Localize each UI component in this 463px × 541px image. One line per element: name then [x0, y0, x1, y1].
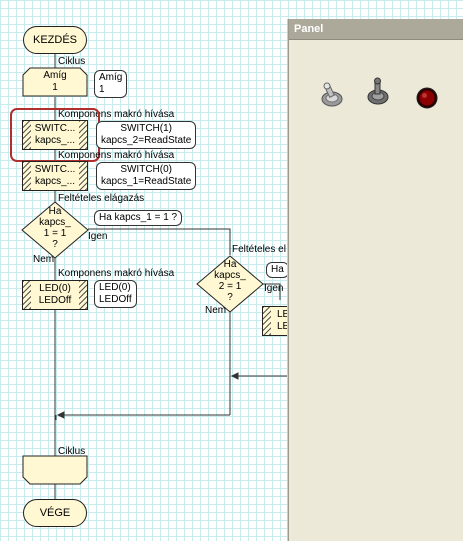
macro3-callout: LED(0) LEDOff [94, 280, 137, 308]
decision2-callout: Ha [266, 262, 289, 278]
end-terminal[interactable]: VÉGE [23, 499, 87, 527]
block-hatch-left [263, 307, 271, 335]
block-hatch-left [23, 281, 31, 309]
block-hatch-left [23, 121, 31, 149]
decision1-callout: Ha kapcs_1 = 1 ? [94, 210, 183, 226]
macro1-block[interactable]: SWITC... kapcs_... [22, 120, 88, 150]
loop-top-caption: Ciklus [58, 56, 86, 67]
loop-bottom-caption: Ciklus [58, 446, 86, 457]
toggle-switch-icon[interactable] [319, 81, 345, 109]
decision1-caption: Feltételes elágazás [58, 193, 145, 204]
macro2-block[interactable]: SWITC... kapcs_... [22, 161, 88, 191]
decision2-diamond[interactable] [196, 255, 264, 313]
macro3-caption: Komponens makró hívása [58, 268, 175, 279]
decision1-yes-label: Igen [88, 231, 108, 242]
decision2-caption: Feltételes el [232, 244, 286, 255]
block-hatch-left [23, 162, 31, 190]
macro3-block[interactable]: LED(0) LEDOff [22, 280, 88, 310]
decision1-diamond[interactable] [21, 201, 89, 259]
decision2-no-label: Nem [205, 305, 227, 316]
macro1-callout: SWITCH(1) kapcs_2=ReadState [96, 121, 197, 149]
decision1-no-label: Nem [33, 254, 55, 265]
macro1-block-text: SWITC... kapcs_... [34, 123, 76, 146]
loop-bottom-block[interactable] [22, 455, 88, 485]
macro2-callout: SWITCH(0) kapcs_1=ReadState [96, 162, 197, 190]
led-icon[interactable] [415, 86, 439, 110]
decision2-label: Ha kapcs_ 2 = 1 ? [214, 259, 246, 303]
block-hatch-right [79, 281, 87, 309]
component-panel[interactable]: Panel [288, 19, 463, 541]
decision1-label: Ha kapcs_ 1 = 1 ? [39, 206, 71, 250]
decision2-yes-label: Igen [264, 283, 284, 294]
macro4-block-text: LED LED [277, 309, 297, 332]
block-hatch-right [79, 121, 87, 149]
loop-top-label: Amíg 1 [43, 70, 67, 93]
block-hatch-right [79, 162, 87, 190]
start-label: KEZDÉS [32, 34, 77, 46]
end-label: VÉGE [39, 507, 71, 519]
loop-callout: Amíg 1 [94, 70, 128, 98]
start-terminal[interactable]: KEZDÉS [23, 26, 87, 54]
panel-title: Panel [289, 19, 463, 40]
toggle-switch-icon[interactable] [365, 77, 391, 105]
macro3-block-text: LED(0) LEDOff [38, 283, 72, 306]
macro2-caption: Komponens makró hívása [58, 150, 175, 161]
macro2-block-text: SWITC... kapcs_... [34, 164, 76, 187]
macro1-caption: Komponens makró hívása [58, 109, 175, 120]
loop-top-block[interactable] [22, 67, 88, 97]
